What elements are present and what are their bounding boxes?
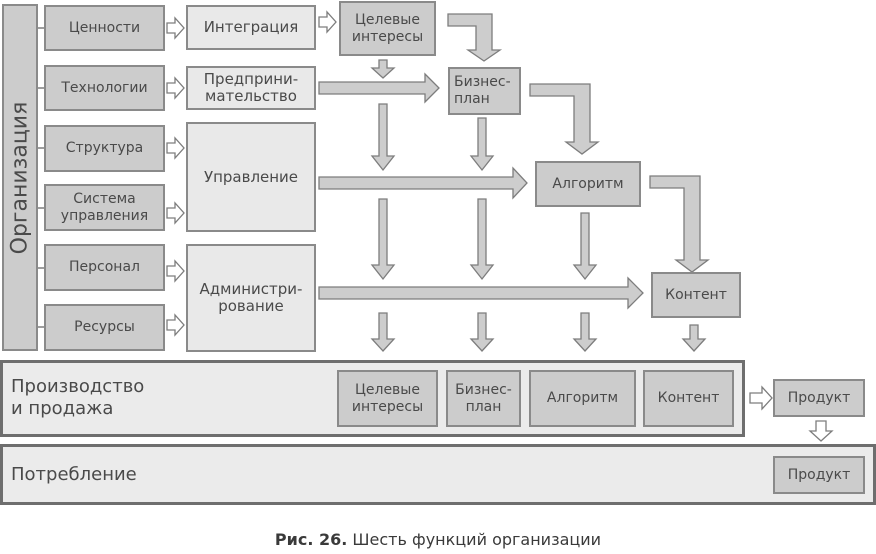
function-integration: Интеграция: [186, 5, 316, 50]
function-administration: Администри- рование: [186, 244, 316, 352]
elbow-arrow-icon: [649, 175, 710, 273]
arrow-down-icon: [808, 420, 834, 442]
arrow-right-icon: [166, 136, 185, 160]
caption-prefix: Рис. 26.: [274, 530, 348, 549]
output-target-interests: Целевые интересы: [339, 1, 436, 56]
function-entrepreneurship: Предприни- мательство: [186, 66, 316, 110]
arrow-down-icon: [681, 324, 707, 352]
arrow-right-icon: [318, 10, 337, 34]
arrow-right-icon: [318, 276, 644, 310]
consumption-label: Потребление: [11, 464, 137, 485]
connector-lines: [37, 27, 45, 328]
arrow-down-icon: [469, 198, 495, 281]
arrow-down-icon: [370, 312, 396, 352]
arrow-down-icon: [469, 117, 495, 172]
arrow-right-icon: [166, 201, 185, 225]
input-arrows: [166, 10, 834, 442]
arrow-right-icon: [166, 313, 185, 337]
input-values: Ценности: [44, 5, 165, 51]
production-content: Контент: [643, 370, 734, 427]
organization-bar: Организация: [2, 4, 38, 351]
arrow-down-icon: [469, 312, 495, 352]
arrow-down-icon: [370, 59, 396, 79]
consumption-product: Продукт: [773, 456, 865, 494]
input-personnel: Персонал: [44, 244, 165, 291]
horizontal-arrows: [318, 72, 644, 310]
input-resources: Ресурсы: [44, 304, 165, 351]
figure-caption: Рис. 26. Шесть функций организации: [0, 530, 876, 549]
arrow-down-icon: [370, 103, 396, 172]
production-target-interests: Целевые интересы: [337, 370, 438, 427]
arrow-down-icon: [572, 212, 598, 281]
arrow-down-icon: [370, 198, 396, 281]
production-label: Производство и продажа: [11, 376, 145, 419]
arrow-right-icon: [318, 166, 528, 200]
input-technologies: Технологии: [44, 65, 165, 111]
organization-label: Организация: [7, 101, 33, 254]
production-business-plan: Бизнес- план: [446, 370, 521, 427]
elbow-arrow-icon: [447, 13, 503, 62]
input-structure: Структура: [44, 125, 165, 172]
caption-text: Шесть функций организации: [347, 530, 602, 549]
output-content: Контент: [651, 272, 741, 318]
elbow-arrow-icon: [529, 83, 600, 155]
function-management: Управление: [186, 122, 316, 232]
arrow-right-icon: [749, 385, 773, 411]
production-product: Продукт: [773, 379, 865, 417]
arrow-right-icon: [318, 72, 440, 104]
input-management-system: Система управления: [44, 184, 165, 231]
arrow-right-icon: [166, 76, 185, 100]
elbow-arrows: [447, 13, 710, 273]
production-algorithm: Алгоритм: [529, 370, 636, 427]
arrow-right-icon: [166, 16, 185, 40]
output-algorithm: Алгоритм: [535, 161, 641, 207]
arrow-right-icon: [166, 259, 185, 283]
output-business-plan: Бизнес- план: [448, 67, 521, 115]
consumption-band: [0, 444, 876, 505]
arrow-down-icon: [572, 312, 598, 352]
vertical-arrows: [370, 59, 707, 352]
